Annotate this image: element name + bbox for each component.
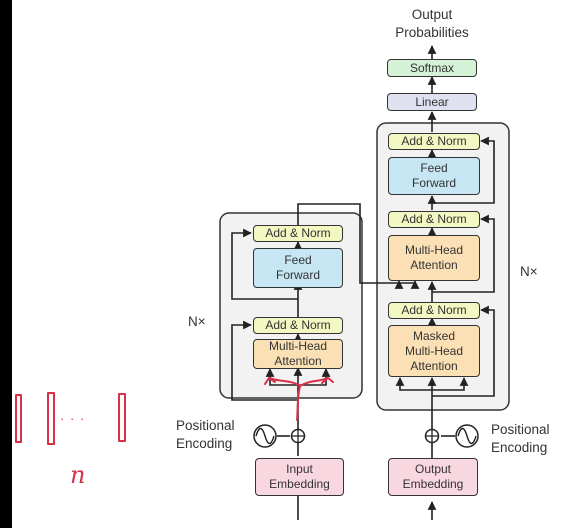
masked-line1: Masked: [412, 328, 456, 343]
encoder-positional-wave-icon: [253, 424, 277, 448]
encoder-add-norm-2: Add & Norm: [253, 225, 343, 242]
add-norm-label: Add & Norm: [265, 226, 331, 240]
encoder-multi-head-attention: Multi-Head Attention: [253, 339, 343, 369]
add-norm-label: Add & Norm: [401, 303, 467, 317]
linear-block: Linear: [387, 93, 477, 111]
feed-forward-line1: Feed: [284, 253, 312, 267]
attention-line2: Attention: [410, 258, 458, 272]
decoder-add-icon: [424, 428, 440, 444]
output-title-line2: Probabilities: [395, 25, 469, 40]
attention-line2: Attention: [274, 354, 322, 368]
linear-label: Linear: [415, 94, 449, 109]
attention-line1: Multi-Head: [268, 339, 328, 353]
decoder-add-norm-1: Add & Norm: [388, 302, 480, 319]
handwritten-annotation: [15, 377, 334, 445]
encoder-add-norm-1: Add & Norm: [253, 317, 343, 334]
encoder-repeat-label: N×: [188, 314, 206, 329]
input-embedding-block: Input Embedding: [255, 458, 344, 496]
decoder-repeat-label: N×: [520, 264, 538, 279]
softmax-label: Softmax: [409, 60, 454, 75]
masked-multi-head-attention: Masked Multi-Head Attention: [388, 325, 480, 377]
pe-line1: Positional: [491, 422, 550, 437]
attention-line1: Multi-Head: [404, 243, 464, 257]
softmax-block: Softmax: [387, 59, 477, 77]
output-embedding-block: Output Embedding: [388, 458, 478, 496]
output-embedding-line2: Embedding: [402, 477, 464, 491]
input-embedding-line1: Input: [286, 462, 313, 476]
feed-forward-line1: Feed: [420, 161, 448, 175]
input-embedding-line2: Embedding: [269, 477, 330, 491]
pe-line2: Encoding: [176, 436, 233, 451]
annotation-dots: · · ·: [60, 411, 86, 426]
output-embedding-line1: Output: [414, 462, 452, 476]
pe-line1: Positional: [176, 418, 235, 433]
encoder-feed-forward: Feed Forward: [253, 248, 343, 288]
feed-forward-line2: Forward: [411, 176, 456, 190]
screen-edge: [0, 0, 12, 528]
output-probabilities-title: Output Probabilities: [372, 6, 492, 42]
decoder-positional-encoding-label: Positional Encoding: [491, 421, 550, 457]
decoder-add-norm-3: Add & Norm: [388, 133, 480, 150]
masked-line2: Multi-Head: [404, 343, 464, 358]
annotation-n: n: [70, 461, 86, 489]
decoder-add-norm-2: Add & Norm: [388, 211, 480, 228]
output-title-line1: Output: [411, 7, 453, 22]
add-norm-label: Add & Norm: [265, 318, 331, 332]
encoder-positional-encoding-label: Positional Encoding: [176, 417, 235, 453]
add-norm-label: Add & Norm: [401, 212, 467, 226]
masked-line3: Attention: [410, 358, 458, 373]
decoder-multi-head-attention: Multi-Head Attention: [388, 235, 480, 281]
feed-forward-line2: Forward: [275, 268, 320, 282]
decoder-feed-forward: Feed Forward: [388, 157, 480, 195]
pe-line2: Encoding: [491, 440, 548, 455]
decoder-positional-wave-icon: [455, 424, 479, 448]
encoder-add-icon: [290, 428, 306, 444]
add-norm-label: Add & Norm: [401, 134, 467, 148]
